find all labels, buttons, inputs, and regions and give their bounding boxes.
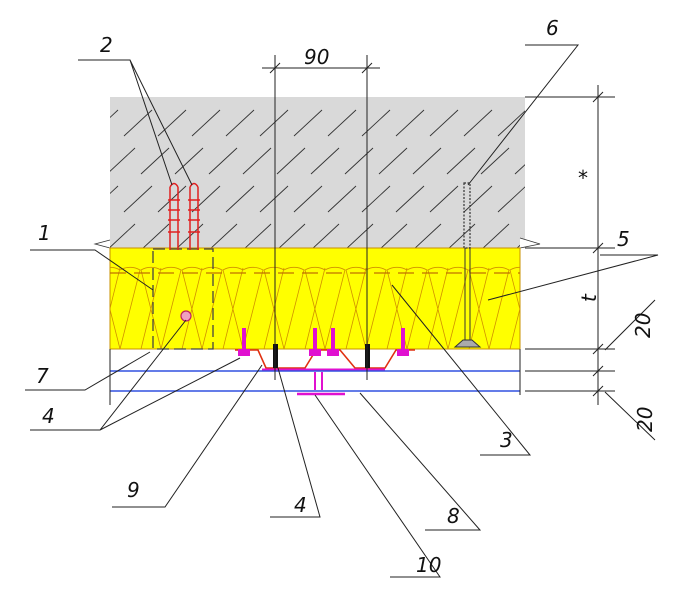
callout-3: 3 (500, 428, 513, 452)
dim-20-b: 20 (633, 407, 657, 432)
insulation-board-outline (152, 248, 214, 350)
insulation-anchor (453, 182, 482, 348)
dim-t: t (577, 293, 601, 302)
dim-20-a: 20 (631, 313, 655, 338)
concrete-wall (93, 97, 541, 249)
mineral-wool-insulation (109, 247, 521, 350)
fastener-point (180, 310, 192, 322)
dim-90: 90 (304, 45, 329, 69)
dim-star: * (578, 166, 588, 190)
callout-4a: 4 (42, 404, 55, 428)
callout-8: 8 (447, 504, 460, 528)
top-dimension (262, 55, 380, 380)
leader-lines (25, 44, 659, 578)
callout-6: 6 (546, 16, 559, 40)
rails (110, 370, 520, 392)
callout-2: 2 (100, 33, 113, 57)
callout-labels: 2 6 1 5 7 4 3 9 4 8 10 (36, 16, 630, 577)
callout-7: 7 (36, 364, 49, 388)
callout-4b: 4 (294, 493, 307, 517)
right-dimension (525, 85, 656, 441)
callout-10: 10 (416, 553, 441, 577)
callout-9: 9 (127, 478, 140, 502)
callout-1: 1 (38, 221, 51, 245)
anchor-dowels (168, 182, 200, 250)
callout-5: 5 (617, 227, 630, 251)
